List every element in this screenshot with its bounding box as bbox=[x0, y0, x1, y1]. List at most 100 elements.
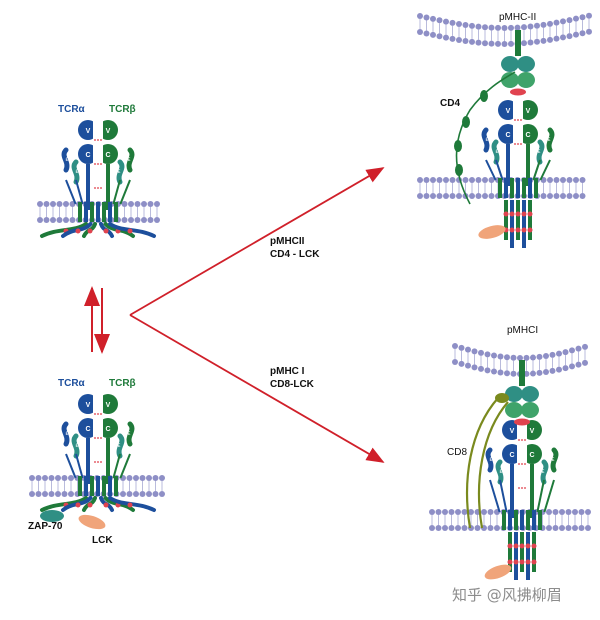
apc-lipid-head bbox=[553, 35, 560, 42]
cd3-left-outer-letter: ε bbox=[65, 430, 68, 437]
tm-helix bbox=[528, 178, 532, 198]
apc-lipid-head bbox=[521, 40, 527, 47]
lipid-head bbox=[134, 217, 141, 223]
lipid-head bbox=[56, 217, 63, 223]
cyto-tail bbox=[504, 200, 508, 240]
lipid-head bbox=[37, 217, 43, 223]
apc-lipid-head bbox=[458, 360, 465, 367]
lipid-head bbox=[487, 525, 494, 531]
apc-lipid-head bbox=[582, 343, 588, 350]
tm-helix bbox=[90, 476, 94, 496]
cd4-label: CD4 bbox=[440, 98, 461, 109]
watermark: 知乎 @风拂柳眉 bbox=[452, 586, 562, 604]
lipid-head bbox=[578, 525, 585, 531]
cd3-right-outer-letter: ε bbox=[551, 456, 554, 463]
apc-lipid-head bbox=[495, 24, 501, 31]
tcr-beta-c-domain-letter: C bbox=[105, 152, 110, 159]
cd3-stalk bbox=[532, 159, 541, 181]
lipid-head bbox=[48, 491, 55, 497]
apc-lipid-head bbox=[491, 352, 497, 359]
apc-lipid-head bbox=[436, 17, 443, 24]
apc-lipid-head bbox=[534, 38, 540, 45]
apc-lipid-head bbox=[456, 20, 462, 27]
cd4-chain bbox=[455, 71, 516, 205]
apc-lipid-head bbox=[495, 40, 501, 47]
apc-lipid-head bbox=[488, 40, 495, 47]
lipid-head bbox=[547, 177, 553, 183]
cd3-left-outer bbox=[61, 147, 70, 173]
tcr-alpha-label-bottom: TCRα bbox=[58, 378, 85, 389]
lipid-head bbox=[147, 201, 154, 207]
lipid-head bbox=[572, 509, 578, 515]
lipid-head bbox=[152, 475, 159, 481]
itam-motif bbox=[127, 228, 133, 234]
apc-lipid-head bbox=[423, 30, 430, 37]
lipid-head bbox=[559, 525, 565, 531]
lipid-head bbox=[552, 525, 559, 531]
apc-lipid-head bbox=[510, 370, 517, 377]
tcr-alpha-stalk bbox=[510, 464, 514, 518]
itam-motif bbox=[503, 211, 509, 217]
tm-helix bbox=[108, 476, 112, 496]
lipid-head bbox=[546, 525, 552, 531]
lipid-head bbox=[29, 491, 35, 497]
apc-lipid-head bbox=[423, 14, 430, 21]
tcr-alpha-v-domain-letter: V bbox=[510, 428, 515, 435]
cd3-left-outer-letter: ε bbox=[485, 136, 488, 143]
lipid-head bbox=[443, 193, 449, 199]
itam-motif bbox=[509, 227, 515, 233]
lipid-head bbox=[417, 193, 423, 199]
arrow-to-pmhci bbox=[129, 314, 385, 463]
apc-lipid-head bbox=[417, 13, 423, 19]
apc-lipid-head bbox=[562, 349, 569, 356]
lipid-head bbox=[547, 193, 553, 199]
apc-lipid-head bbox=[540, 21, 547, 28]
itam-motif bbox=[521, 211, 527, 217]
apc-lipid-head bbox=[469, 38, 475, 45]
itam-motif bbox=[519, 559, 525, 565]
lipid-head bbox=[126, 491, 133, 497]
lipid-head bbox=[430, 177, 436, 183]
mhc-domain-1 bbox=[501, 56, 519, 72]
apc-lipid-head bbox=[443, 34, 449, 41]
lipid-head bbox=[61, 475, 68, 481]
lipid-head bbox=[488, 177, 495, 183]
apc-lipid-head bbox=[523, 354, 530, 361]
tm-helix bbox=[78, 202, 82, 222]
pmhc-molecules bbox=[501, 30, 539, 426]
lipid-head bbox=[42, 491, 48, 497]
pmhc-ii bbox=[501, 30, 535, 96]
tm-helix bbox=[114, 202, 118, 222]
apc-lipid-head bbox=[575, 345, 582, 352]
lipid-head bbox=[35, 475, 42, 481]
lipid-head bbox=[128, 201, 134, 207]
lipid-head bbox=[443, 177, 449, 183]
apc-lipid-head bbox=[547, 36, 553, 43]
lipid-head bbox=[141, 201, 147, 207]
cd3-left-outer-letter: ε bbox=[65, 156, 68, 163]
cd3-stalk bbox=[119, 453, 131, 479]
cyto-tail bbox=[516, 200, 520, 240]
tcr-alpha-c-domain-letter: C bbox=[85, 152, 90, 159]
itam-motif bbox=[87, 502, 93, 508]
apc-lipid-head bbox=[536, 369, 543, 376]
lipid-head bbox=[42, 475, 48, 481]
cyto-tail bbox=[526, 532, 530, 580]
cd3-stalk bbox=[65, 179, 77, 205]
tcr-beta-stalk bbox=[526, 144, 530, 186]
lipid-head bbox=[573, 177, 579, 183]
lipid-head bbox=[442, 525, 448, 531]
apc-lipid-head bbox=[469, 22, 475, 29]
tm-helix bbox=[78, 476, 82, 496]
lipid-head bbox=[146, 491, 152, 497]
apc-lipid-head bbox=[462, 38, 469, 45]
lipid-head bbox=[560, 193, 566, 199]
tcr-alpha-v-domain-letter: V bbox=[506, 108, 511, 115]
pmhcii-route-label-line2: CD4 - LCK bbox=[270, 249, 320, 260]
apc-lipid-head bbox=[508, 40, 514, 47]
tm-helix bbox=[84, 476, 88, 496]
lipid-head bbox=[540, 193, 547, 199]
mhc-domain-3 bbox=[505, 402, 523, 418]
lipid-head bbox=[565, 509, 572, 515]
cd3-left-outer bbox=[485, 447, 494, 473]
